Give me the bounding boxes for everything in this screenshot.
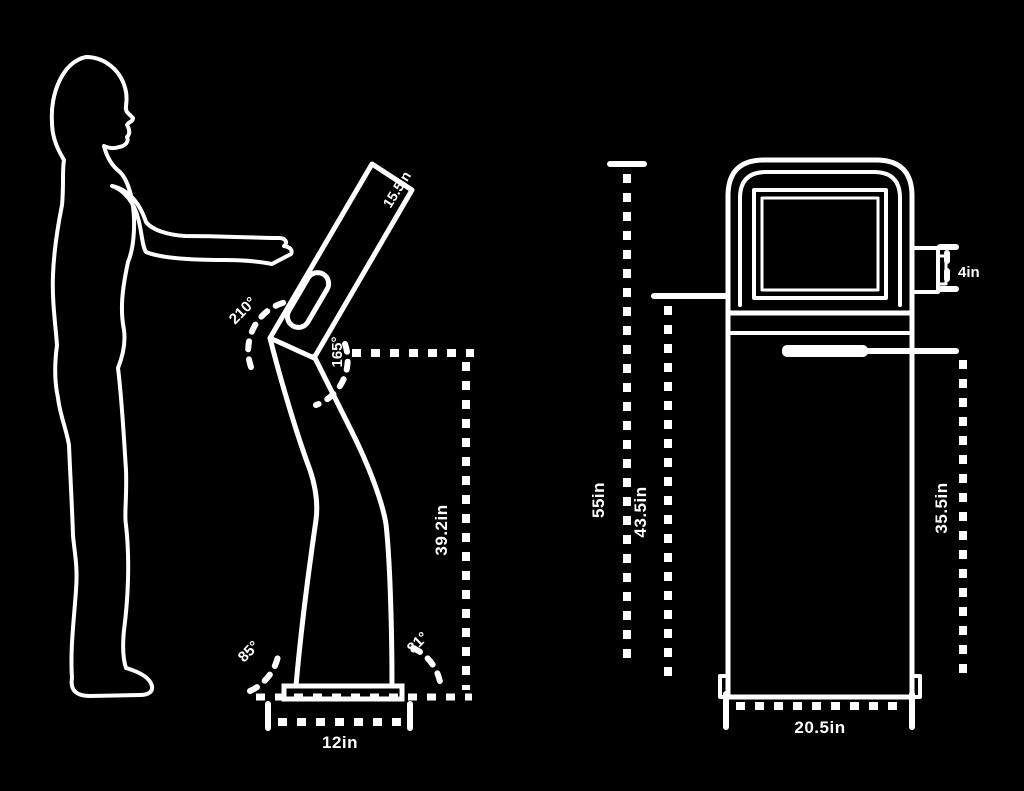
keyboard-height-label: 35.5in <box>932 482 951 533</box>
overall-height-label: 55in <box>589 482 608 518</box>
base-front-angle-arc <box>247 647 282 694</box>
screen-bottom-height-label: 39.2in <box>432 504 451 555</box>
person-body-outline <box>49 55 155 698</box>
base-front-angle-label: 85° <box>235 638 263 666</box>
base-rear-angle-arc <box>410 645 444 693</box>
body-width-label: 20.5in <box>794 718 845 737</box>
kiosk-card-slot <box>284 270 332 330</box>
side-depth-label: 4in <box>958 264 980 281</box>
screen-height-label: 43.5in <box>631 486 650 537</box>
kiosk-side-profile <box>267 161 415 702</box>
base-depth-label: 12in <box>322 733 358 752</box>
front-view: 55in 43.5in 35.5in 4in 20.5in <box>589 157 980 737</box>
kiosk-screen-inner <box>760 196 880 292</box>
front-view-dimensions: 55in 43.5in 35.5in 4in 20.5in <box>589 161 980 737</box>
kiosk-body-front-edge <box>267 335 320 689</box>
kiosk-screen-outer <box>752 188 888 300</box>
kiosk-front-profile <box>718 157 948 700</box>
kiosk-base-plate <box>281 683 405 702</box>
screen-body-angle-label: 165° <box>329 336 346 367</box>
side-view: 210° 15.5in 165° 39.2in 85° 81° 12in <box>49 55 474 752</box>
kiosk-base-foot-right <box>910 674 922 699</box>
kiosk-keyboard-slot <box>782 345 868 357</box>
user-silhouette <box>49 55 294 698</box>
kiosk-body-rear-edge <box>311 353 395 689</box>
kiosk-side-device-box <box>910 246 940 294</box>
kiosk-screen-bezel <box>738 170 902 307</box>
base-rear-angle-label: 81° <box>404 629 432 657</box>
elbow-angle-arc <box>245 298 294 370</box>
person-pointing-arm <box>110 184 294 266</box>
screen-body-angle-arc <box>313 341 351 408</box>
kiosk-front-shell <box>725 157 915 700</box>
